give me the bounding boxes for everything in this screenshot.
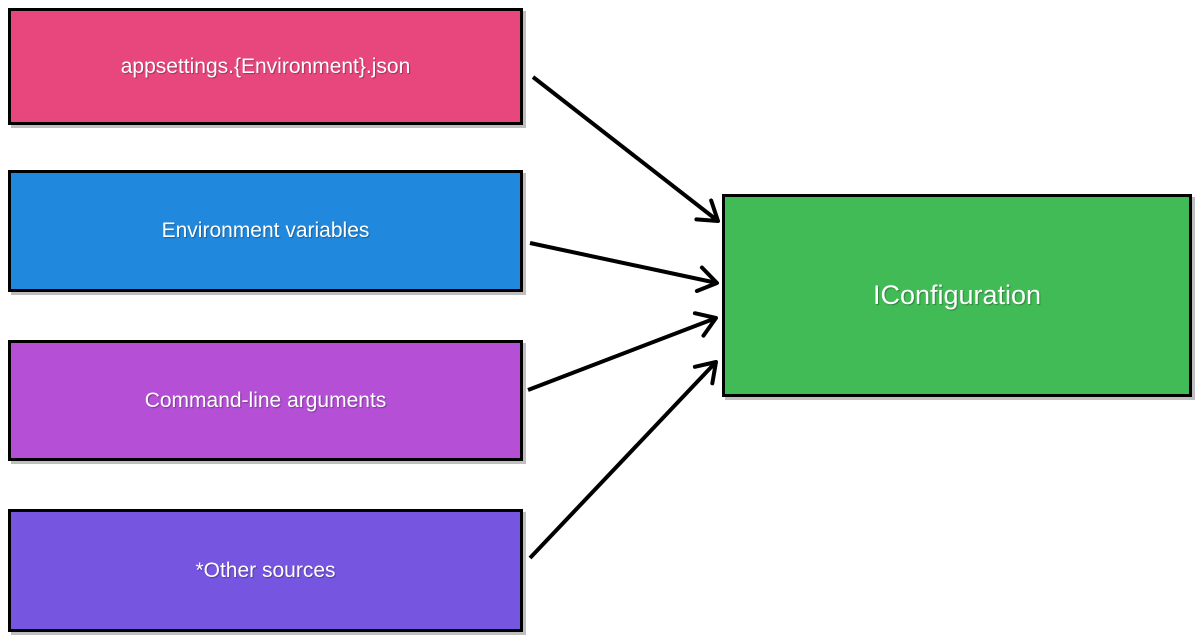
source-box-environment-variables-label: Environment variables bbox=[161, 219, 370, 242]
source-box-command-line-arguments-label: Command-line arguments bbox=[144, 388, 387, 412]
arrow-other-sources-to-iconfiguration bbox=[528, 360, 718, 560]
source-box-command-line-arguments: Command-line arguments bbox=[8, 340, 523, 461]
arrow-appsettings-to-iconfiguration bbox=[531, 75, 720, 223]
source-box-appsettings-json-label: appsettings.{Environment}.json bbox=[120, 54, 411, 78]
source-box-other-sources: *Other sources bbox=[8, 509, 523, 632]
source-box-other-sources-label: *Other sources bbox=[195, 558, 336, 582]
target-box-iconfiguration-label: IConfiguration bbox=[872, 280, 1042, 310]
arrow-environment-variables-to-iconfiguration bbox=[529, 241, 719, 293]
source-box-appsettings-json: appsettings.{Environment}.json bbox=[8, 8, 523, 125]
target-box-iconfiguration: IConfiguration bbox=[722, 194, 1192, 397]
arrow-command-line-arguments-to-iconfiguration bbox=[527, 311, 718, 392]
source-box-environment-variables: Environment variables bbox=[8, 170, 523, 292]
